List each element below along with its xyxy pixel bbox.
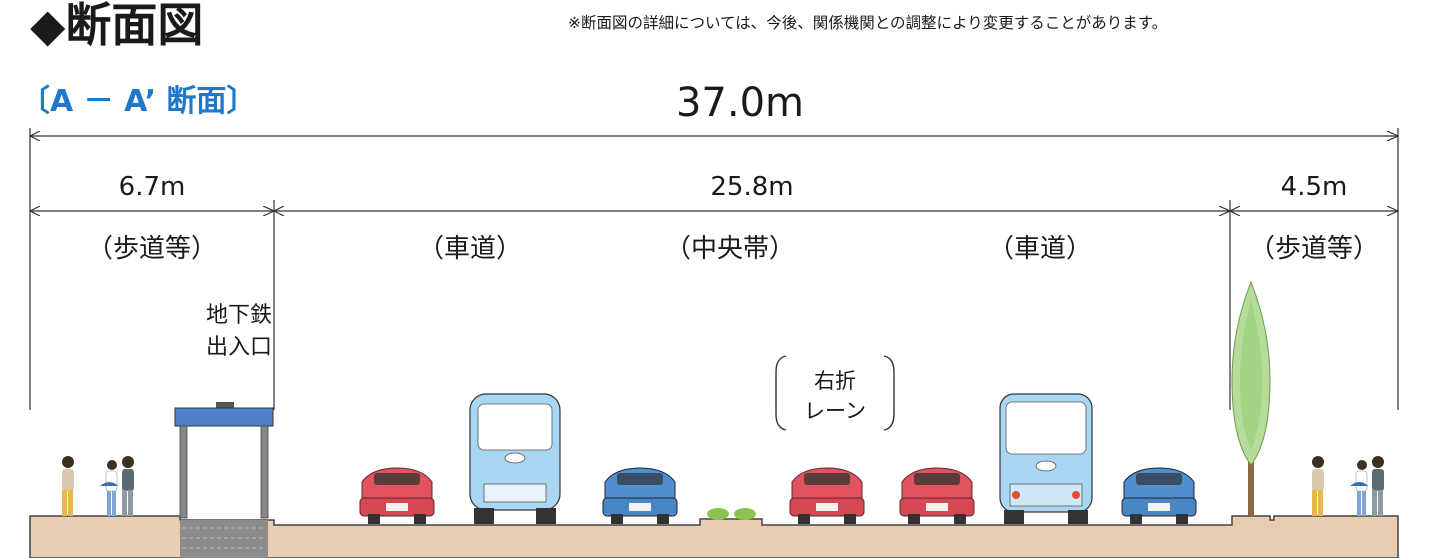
car-red-2 bbox=[789, 467, 865, 524]
zone-roadway-left: （車道） bbox=[417, 234, 522, 264]
zone-roadway-right: （車道） bbox=[987, 234, 1092, 264]
right-sidewalk-width-label: 4.5m bbox=[1280, 172, 1348, 202]
car-red-1 bbox=[359, 467, 435, 524]
pedestrians-right bbox=[1312, 456, 1384, 516]
car-blue-2 bbox=[1121, 467, 1197, 524]
disclaimer-note: ※断面図の詳細については、今後、関係機関との調整により変更することがあります。 bbox=[568, 14, 1168, 32]
zone-right-sidewalk: （歩道等） bbox=[1248, 234, 1379, 264]
turn-lane-bracket bbox=[775, 355, 895, 431]
ground bbox=[29, 515, 1399, 558]
turn-lane-line2: レーン bbox=[804, 399, 866, 423]
bus-1 bbox=[469, 393, 561, 524]
left-sidewalk-width-label: 6.7m bbox=[118, 172, 186, 202]
subway-entrance bbox=[174, 402, 274, 558]
person bbox=[100, 460, 118, 516]
median-shrubs bbox=[707, 508, 756, 520]
dimension-lines bbox=[30, 128, 1398, 410]
roadway-width-label: 25.8m bbox=[710, 172, 794, 202]
car-red-3 bbox=[899, 467, 975, 524]
subway-label-line1: 地下鉄 bbox=[205, 303, 272, 328]
page-title: ◆断面図 bbox=[30, 0, 204, 52]
turn-lane-line1: 右折 bbox=[814, 369, 856, 393]
total-width-label: 37.0m bbox=[675, 80, 805, 126]
person bbox=[1312, 456, 1324, 516]
street-tree bbox=[1231, 280, 1271, 516]
turn-lane-label: 右折 レーン bbox=[790, 366, 880, 426]
zone-median: （中央帯） bbox=[664, 234, 795, 264]
car-blue-1 bbox=[602, 467, 678, 524]
person bbox=[1350, 460, 1368, 516]
bus-2 bbox=[999, 393, 1093, 524]
person bbox=[122, 456, 134, 516]
person bbox=[62, 456, 74, 516]
ground-profile bbox=[29, 515, 1399, 558]
section-label: 〔A － A’ 断面〕 bbox=[20, 84, 257, 119]
zone-left-sidewalk: （歩道等） bbox=[86, 234, 217, 264]
pedestrians-left bbox=[62, 456, 134, 516]
subway-entrance-label: 地下鉄 出入口 bbox=[172, 300, 272, 364]
subway-label-line2: 出入口 bbox=[205, 335, 272, 360]
person bbox=[1372, 456, 1384, 516]
